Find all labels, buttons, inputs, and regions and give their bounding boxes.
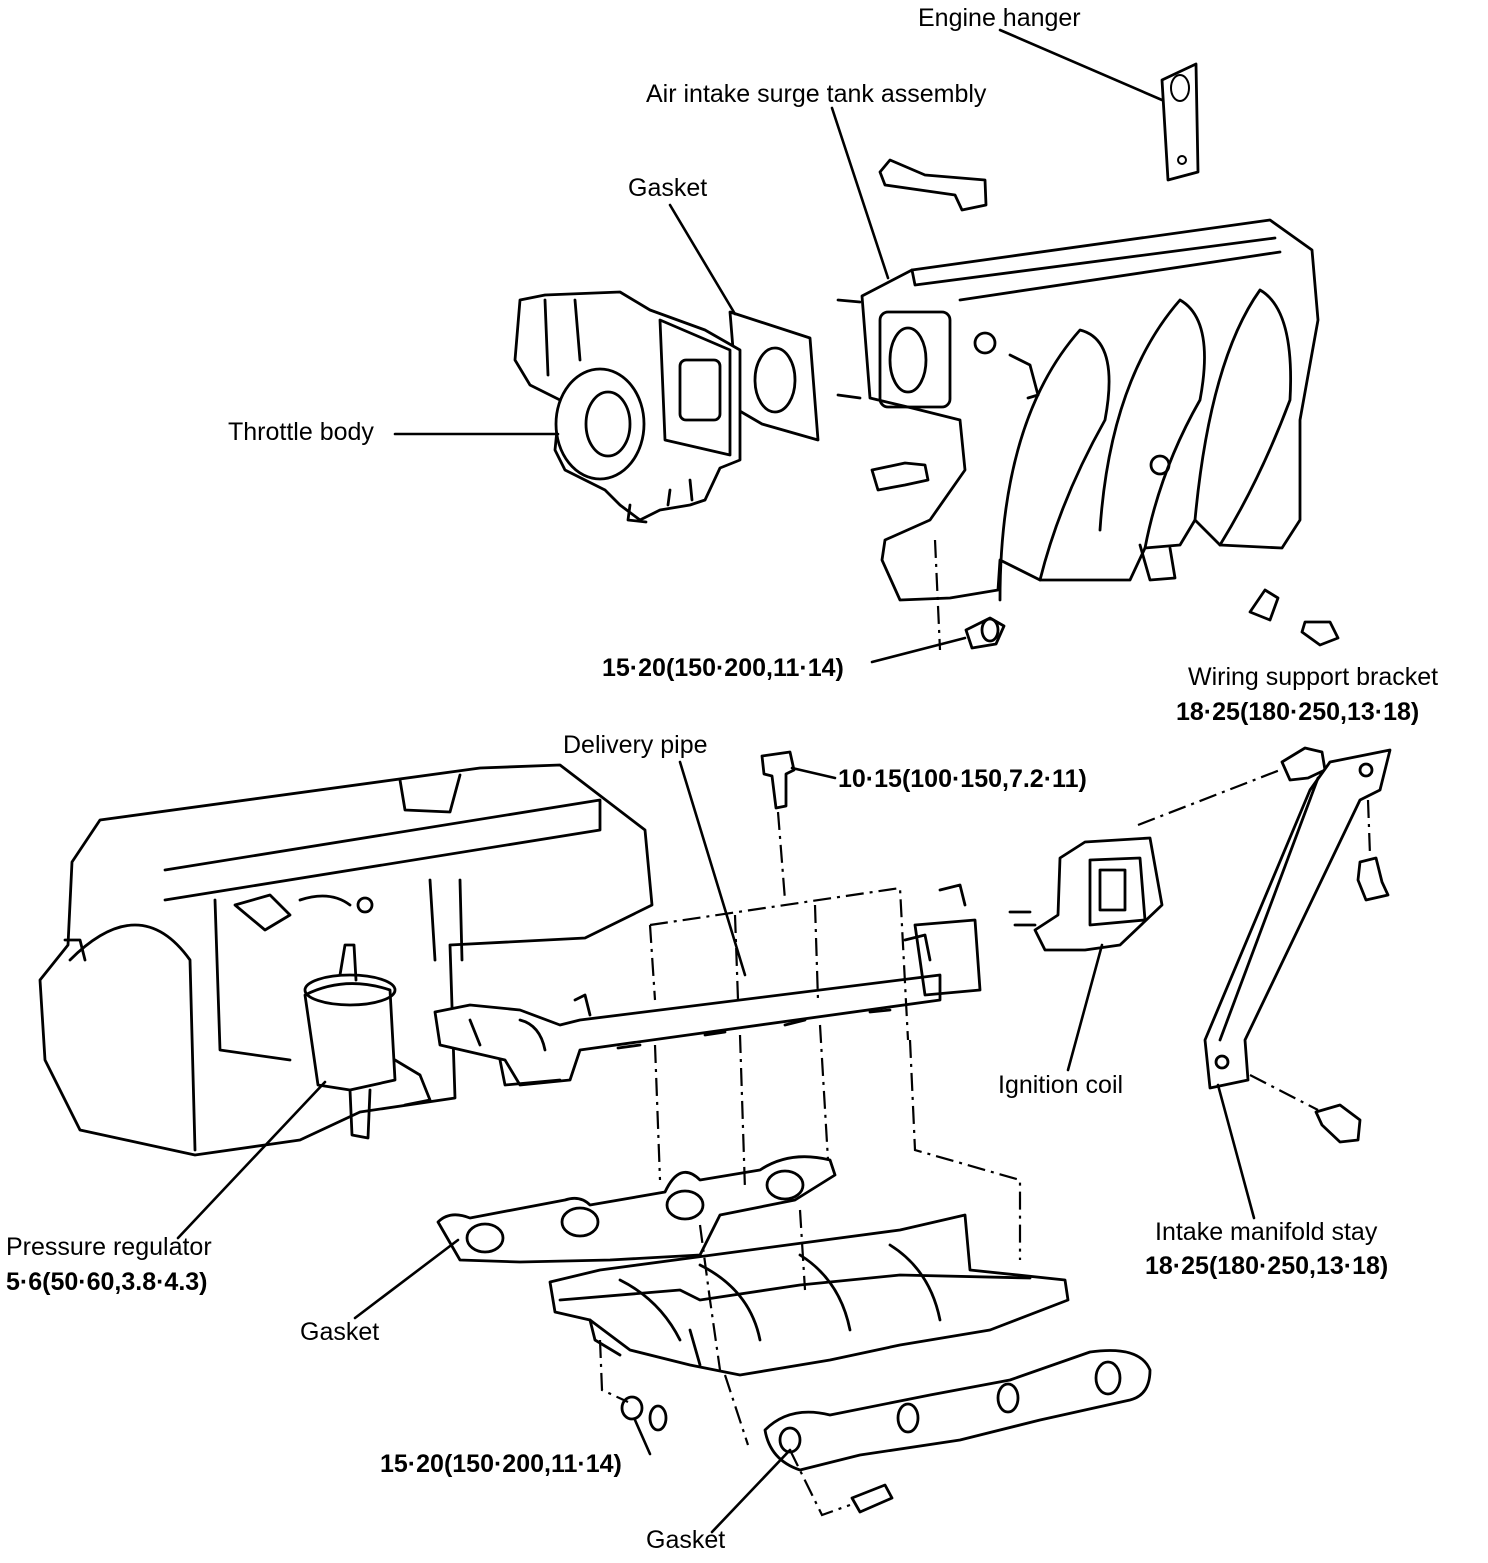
ignition-coil-part: [1008, 836, 1164, 952]
gasket-mid-label: Gasket: [300, 1318, 380, 1346]
delivery-pipe-label: Delivery pipe: [563, 731, 708, 759]
manifold-gasket-lower-part: [763, 1349, 1152, 1472]
wiring-bracket-label: Wiring support bracket: [1188, 663, 1439, 691]
surge-tank-part: [836, 218, 1320, 602]
stay-bolt-part: [1314, 856, 1390, 1144]
surge-tank-bracket-part: [878, 158, 988, 212]
manifold-gasket-upper-part: [436, 1155, 837, 1264]
torque-delivery-label: 10·15(100·150,7.2·11): [838, 765, 1087, 793]
delivery-pipe-bolt-part: [760, 750, 796, 810]
pressure-regulator-label: Pressure regulator: [6, 1233, 212, 1261]
tank-stud-part: [870, 461, 930, 492]
ignition-coil-label: Ignition coil: [998, 1071, 1124, 1099]
gasket-bottom-label: Gasket: [646, 1526, 726, 1554]
throttle-body-part: [513, 290, 742, 524]
torque-stay-label: 18·25(180·250,13·18): [1145, 1252, 1389, 1280]
intake-manifold-part: [548, 1213, 1070, 1377]
gasket-top-label: Gasket: [628, 174, 708, 202]
intake-manifold-stay-part: [1203, 748, 1392, 1090]
coil-bolt-part: [1280, 746, 1327, 782]
dowel-pin-part: [850, 1483, 894, 1514]
torque-manifold-label: 15·20(150·200,11·14): [380, 1450, 622, 1478]
pressure-regulator-part: [303, 943, 432, 1140]
torque-wiring-label: 18·25(180·250,13·18): [1176, 698, 1420, 726]
surge-tank-bolt-part: [964, 616, 1006, 650]
torque-surge-label: 15·20(150·200,11·14): [602, 654, 844, 682]
surge-tank-label: Air intake surge tank assembly: [646, 80, 987, 108]
torque-regulator-label: 5·6(50·60,3.8·4.3): [6, 1268, 208, 1296]
engine-hanger-label: Engine hanger: [918, 4, 1081, 32]
throttle-body-label: Throttle body: [228, 418, 374, 446]
engine-hanger-part: [1160, 62, 1200, 182]
leader-lines: [176, 28, 1256, 1534]
throttle-gasket-part: [728, 310, 820, 442]
intake-stay-label: Intake manifold stay: [1155, 1218, 1378, 1246]
cylinder-head-part: [38, 763, 654, 1157]
delivery-pipe-part: [433, 883, 982, 1087]
manifold-nut-part: [620, 1395, 668, 1432]
wiring-support-bracket-part: [1248, 588, 1340, 647]
